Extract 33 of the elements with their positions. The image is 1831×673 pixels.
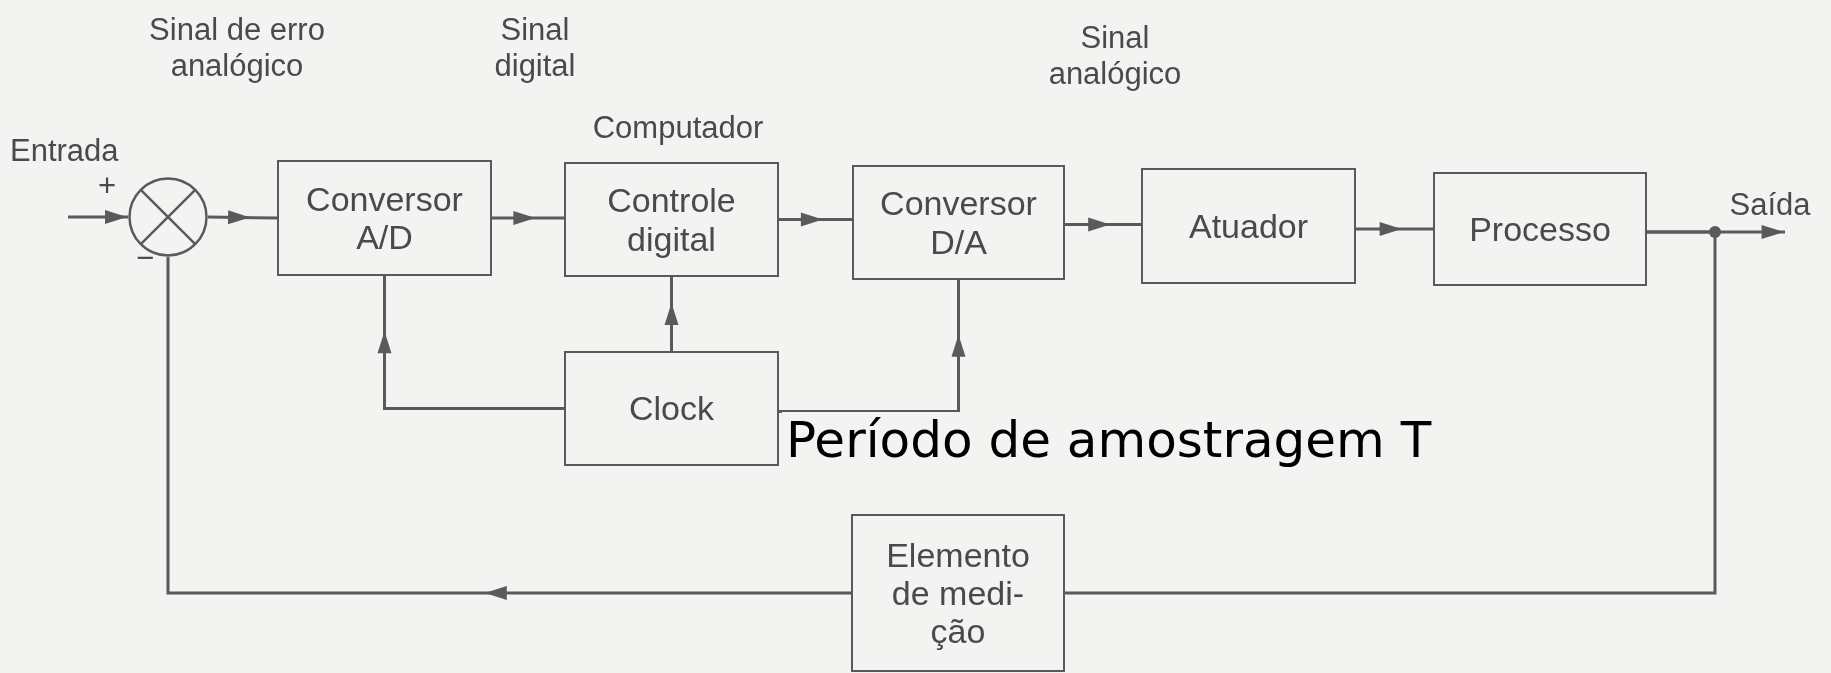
- group-label: Computador: [591, 110, 765, 146]
- arrow: [1065, 217, 1141, 232]
- block-box: [1141, 168, 1356, 284]
- block-label: Processo: [1469, 209, 1611, 249]
- block-box: [1433, 172, 1647, 286]
- output-label: Saída: [1729, 187, 1811, 223]
- sign-label: +: [98, 168, 117, 204]
- arrow: [779, 280, 966, 413]
- block-box: [564, 162, 779, 277]
- summing-junction: [128, 177, 208, 257]
- block-label: Conversor D/A: [879, 184, 1038, 261]
- arrow: [207, 210, 278, 225]
- block-box: [277, 160, 492, 276]
- arrow: [664, 277, 679, 351]
- sign-label: −: [136, 240, 155, 276]
- arrow: [166, 257, 851, 600]
- block-label: Elemento de medi- ção: [885, 535, 1031, 651]
- block-label: Clock: [629, 389, 714, 428]
- block-box: [852, 165, 1065, 280]
- signal-label: Sinal de erro analógico: [148, 12, 326, 84]
- arrow: [68, 210, 128, 224]
- input-label: Entrada: [10, 133, 119, 169]
- block-box: [851, 514, 1065, 672]
- signal-label: Sinal analógico: [1047, 20, 1183, 92]
- block-label: Atuador: [1188, 206, 1309, 246]
- arrow: [377, 276, 564, 410]
- arrow: [779, 212, 852, 227]
- block-label: Controle digital: [606, 181, 737, 258]
- block-box: [564, 351, 779, 466]
- signal-label: Sinal digital: [493, 12, 577, 84]
- block-label: Conversor A/D: [305, 179, 464, 257]
- arrow: [492, 211, 564, 225]
- arrow: [1356, 222, 1433, 236]
